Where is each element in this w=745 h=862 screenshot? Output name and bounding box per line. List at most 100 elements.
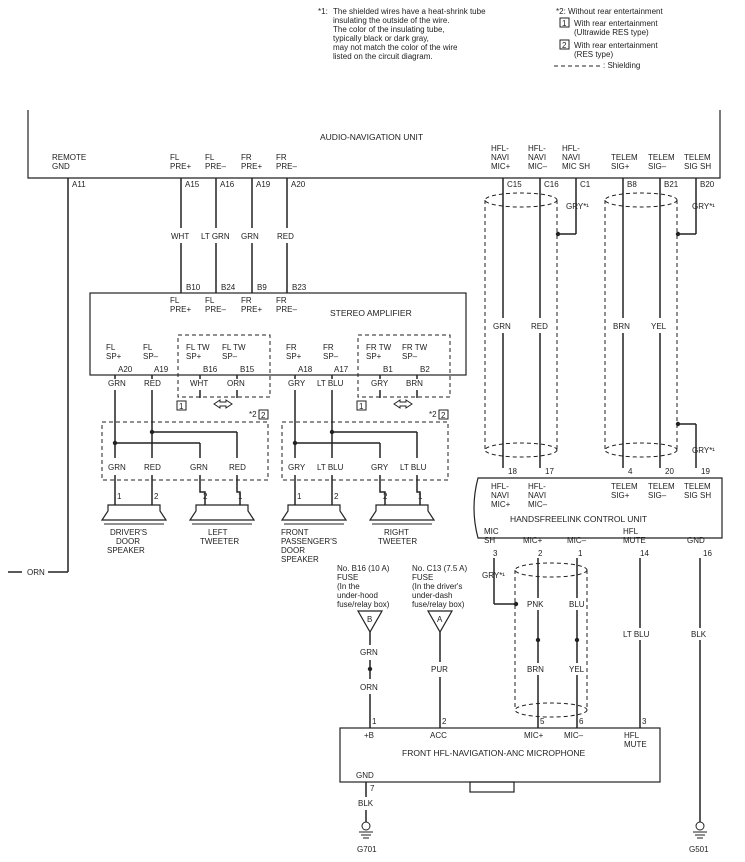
- svg-text:NAVI: NAVI: [528, 153, 546, 162]
- svg-text:SP+: SP+: [366, 352, 382, 361]
- svg-text:GRN: GRN: [241, 232, 259, 241]
- svg-text:SIG+: SIG+: [611, 491, 630, 500]
- svg-text:2: 2: [383, 492, 388, 501]
- svg-text:FR: FR: [286, 343, 297, 352]
- svg-text:*2: *2: [429, 410, 437, 419]
- svg-text:SP+: SP+: [106, 352, 122, 361]
- svg-text:1: 1: [117, 492, 122, 501]
- svg-text:3: 3: [642, 717, 647, 726]
- svg-text:NAVI: NAVI: [528, 491, 546, 500]
- svg-text:FR: FR: [276, 296, 287, 305]
- svg-text:FR: FR: [323, 343, 334, 352]
- ground-g501: G501: [689, 821, 709, 854]
- svg-text:FR: FR: [276, 153, 287, 162]
- svg-text:1: 1: [238, 492, 243, 501]
- audio-navigation-unit: AUDIO-NAVIGATION UNIT REMOTE GND FL PRE+…: [27, 110, 721, 190]
- svg-text:HFL: HFL: [624, 731, 640, 740]
- handsfreelink-control-unit: 18 17 4 20 19 HFL- NAVI MIC+ HFL- NAVI M…: [473, 467, 723, 558]
- svg-text:MIC–: MIC–: [567, 536, 587, 545]
- svg-text:FR TW: FR TW: [366, 343, 392, 352]
- svg-text:RED: RED: [144, 379, 161, 388]
- mic-shielded-pair: GRN RED GRY*¹: [484, 190, 589, 468]
- svg-text:RED: RED: [229, 463, 246, 472]
- svg-text:FUSE: FUSE: [412, 573, 433, 582]
- svg-text:B9: B9: [257, 283, 267, 292]
- svg-text:GRN: GRN: [493, 322, 511, 331]
- svg-text:SIG+: SIG+: [611, 162, 630, 171]
- svg-text:MIC–: MIC–: [528, 500, 548, 509]
- svg-text:B10: B10: [186, 283, 201, 292]
- svg-text:1: 1: [179, 402, 184, 411]
- svg-text:4: 4: [628, 467, 633, 476]
- svg-text:2: 2: [441, 411, 446, 420]
- svg-text:MIC+: MIC+: [523, 536, 543, 545]
- svg-text:FR: FR: [241, 296, 252, 305]
- svg-text:MUTE: MUTE: [623, 536, 646, 545]
- mic-title: FRONT HFL-NAVIGATION-ANC MICROPHONE: [402, 748, 586, 758]
- svg-text:TELEM: TELEM: [611, 153, 638, 162]
- svg-text:: Shielding: : Shielding: [603, 61, 640, 70]
- svg-text:17: 17: [545, 467, 554, 476]
- svg-text:20: 20: [665, 467, 674, 476]
- svg-text:PRE+: PRE+: [170, 305, 191, 314]
- svg-text:2: 2: [334, 492, 339, 501]
- anu-title: AUDIO-NAVIGATION UNIT: [320, 132, 423, 142]
- svg-text:SP+: SP+: [186, 352, 202, 361]
- svg-text:SIG–: SIG–: [648, 162, 667, 171]
- svg-text:FRONT: FRONT: [281, 528, 309, 537]
- svg-text:NAVI: NAVI: [491, 491, 509, 500]
- svg-text:3: 3: [493, 549, 498, 558]
- svg-text:GND: GND: [52, 162, 70, 171]
- svg-text:FL: FL: [170, 153, 180, 162]
- svg-text:MIC+: MIC+: [524, 731, 544, 740]
- svg-text:LT BLU: LT BLU: [317, 463, 344, 472]
- svg-text:A18: A18: [298, 365, 313, 374]
- svg-text:DOOR: DOOR: [281, 546, 305, 555]
- svg-text:TWEETER: TWEETER: [378, 537, 417, 546]
- right-tweeter: 2 1 RIGHT TWEETER: [368, 492, 436, 546]
- svg-text:under-hood: under-hood: [337, 591, 378, 600]
- svg-text:DRIVER'S: DRIVER'S: [110, 528, 147, 537]
- stereo-amplifier: STEREO AMPLIFIER FL PRE+ FL PRE– FR PRE+…: [89, 292, 467, 398]
- svg-text:MIC+: MIC+: [491, 500, 511, 509]
- svg-text:1: 1: [562, 19, 567, 28]
- remote-gnd-wire: ORN: [8, 190, 69, 577]
- svg-text:WHT: WHT: [171, 232, 189, 241]
- svg-text:5: 5: [540, 717, 545, 726]
- svg-text:under-dash: under-dash: [412, 591, 452, 600]
- svg-text:6: 6: [579, 717, 584, 726]
- svg-text:GND: GND: [356, 771, 374, 780]
- svg-text:C1: C1: [580, 180, 591, 189]
- svg-text:B20: B20: [700, 180, 715, 189]
- front-microphone-unit: FRONT HFL-NAVIGATION-ANC MICROPHONE 1 2 …: [339, 717, 661, 822]
- svg-text:GRY: GRY: [371, 379, 389, 388]
- svg-text:SIG SH: SIG SH: [684, 491, 711, 500]
- svg-text:B15: B15: [240, 365, 255, 374]
- hfl-title: HANDSFREELINK CONTROL UNIT: [510, 514, 647, 524]
- legend: *2: Without rear entertainment 1 With re…: [554, 7, 663, 70]
- svg-text:+B: +B: [364, 731, 374, 740]
- svg-text:A: A: [437, 615, 443, 624]
- svg-text:The shielded wires have a heat: The shielded wires have a heat-shrink tu…: [333, 7, 486, 16]
- svg-text:*2: Without rear entertainment: *2: Without rear entertainment: [556, 7, 663, 16]
- svg-text:B1: B1: [383, 365, 393, 374]
- telem-shielded-pair: BRN YEL GRY*¹ GRY*¹: [604, 190, 715, 468]
- svg-text:16: 16: [703, 549, 712, 558]
- svg-text:HFL-: HFL-: [528, 482, 546, 491]
- fuse-c13: No. C13 (7.5 A) FUSE (In the driver's un…: [412, 564, 467, 728]
- svg-text:PNK: PNK: [527, 600, 544, 609]
- footnote-1: *1: The shielded wires have a heat-shrin…: [318, 7, 486, 61]
- svg-text:G701: G701: [357, 845, 377, 854]
- svg-text:WHT: WHT: [190, 379, 208, 388]
- svg-text:G501: G501: [689, 845, 709, 854]
- svg-text:1: 1: [418, 492, 423, 501]
- svg-text:SIG–: SIG–: [648, 491, 667, 500]
- svg-text:18: 18: [508, 467, 517, 476]
- svg-text:B2: B2: [420, 365, 430, 374]
- svg-text:MUTE: MUTE: [624, 740, 647, 749]
- svg-text:A19: A19: [256, 180, 271, 189]
- svg-text:A16: A16: [220, 180, 235, 189]
- svg-text:NAVI: NAVI: [491, 153, 509, 162]
- svg-text:SP+: SP+: [286, 352, 302, 361]
- svg-text:PRE–: PRE–: [276, 305, 297, 314]
